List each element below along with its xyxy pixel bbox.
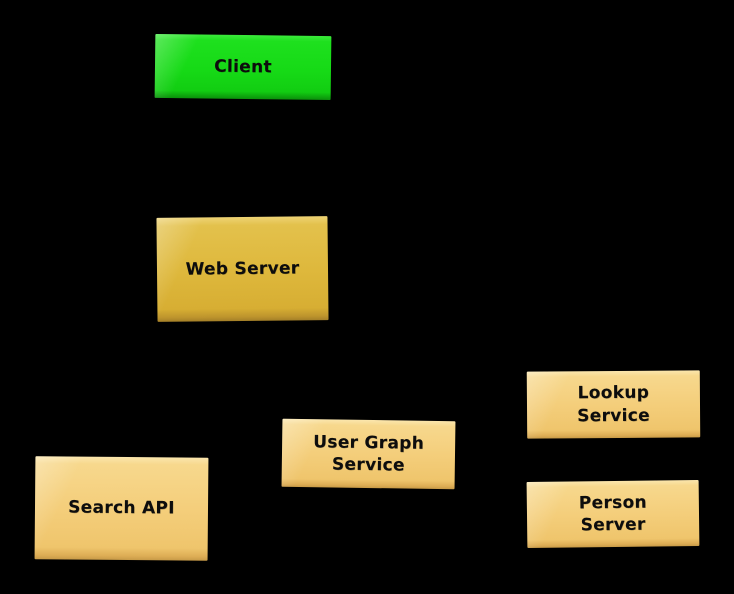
- node-lookup-service-label: Lookup Service: [577, 383, 651, 426]
- node-client-label: Client: [214, 56, 272, 78]
- node-web-server-label: Web Server: [185, 258, 300, 280]
- node-web-server: Web Server: [156, 216, 329, 322]
- node-user-graph-service: User Graph Service: [281, 418, 456, 490]
- node-lookup-service: Lookup Service: [526, 370, 701, 439]
- node-person-server-label: Person Server: [578, 492, 648, 536]
- node-person-server: Person Server: [526, 479, 700, 549]
- node-client: Client: [154, 33, 332, 101]
- node-search-api-label: Search API: [68, 497, 175, 519]
- node-user-graph-service-label: User Graph Service: [313, 432, 425, 476]
- node-search-api: Search API: [34, 456, 209, 561]
